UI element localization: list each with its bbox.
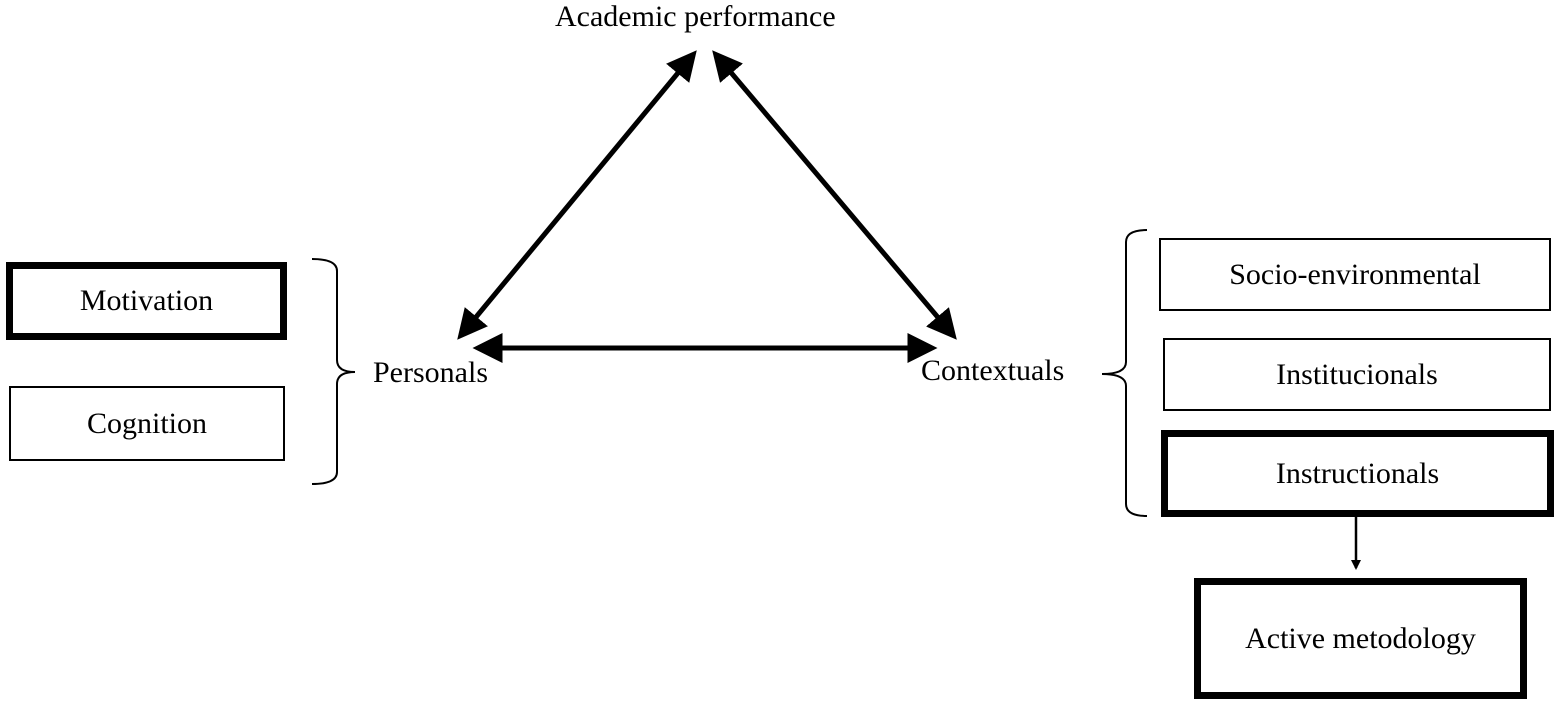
- box-cognition: Cognition: [9, 386, 285, 461]
- box-active-methodology: Active metodology: [1194, 578, 1527, 699]
- box-active-methodology-label: Active metodology: [1245, 621, 1476, 655]
- box-cognition-label: Cognition: [86, 406, 207, 440]
- node-academic-performance: Academic performance: [555, 0, 836, 33]
- arrow-top-to-personals: [457, 50, 697, 340]
- node-contextuals: Contextuals: [921, 354, 1065, 387]
- box-socio-environmental: Socio-environmental: [1159, 238, 1551, 311]
- node-personals: Personals: [373, 356, 488, 389]
- box-motivation: Motivation: [6, 262, 287, 340]
- brace-personals: [311, 258, 356, 485]
- brace-contextuals: [1101, 229, 1148, 517]
- box-instructionals: Instructionals: [1161, 430, 1554, 517]
- box-institucionals: Institucionals: [1163, 338, 1551, 411]
- box-institucionals-label: Institucionals: [1276, 357, 1438, 391]
- box-instructionals-label: Instructionals: [1275, 456, 1440, 490]
- box-socio-environmental-label: Socio-environmental: [1229, 257, 1481, 291]
- box-motivation-label: Motivation: [79, 284, 214, 317]
- arrow-top-to-contextuals: [712, 50, 957, 340]
